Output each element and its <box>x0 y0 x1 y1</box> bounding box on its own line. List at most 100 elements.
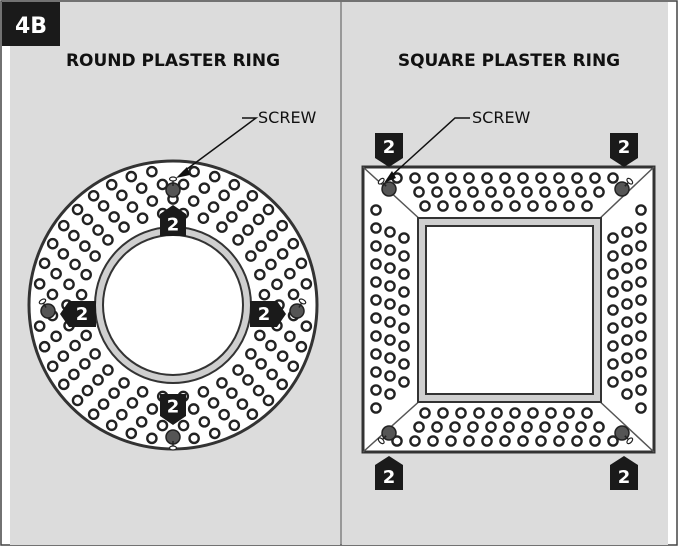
ring-hole <box>607 358 619 370</box>
ring-hole <box>246 189 259 202</box>
ring-hole <box>384 352 396 364</box>
ring-hole <box>258 288 271 301</box>
ring-hole <box>287 288 300 301</box>
ring-hole <box>216 377 228 389</box>
ring-hole <box>177 419 190 432</box>
ring-hole <box>384 388 396 400</box>
ring-hole <box>521 421 533 433</box>
ring-hole <box>236 398 249 410</box>
ring-hole <box>427 172 439 184</box>
square-callout-label: SCREW <box>472 108 531 127</box>
ring-hole <box>431 186 443 198</box>
ring-hole <box>527 407 539 419</box>
ring-hole <box>108 211 120 223</box>
ring-hole <box>557 421 569 433</box>
screw-icon <box>614 425 634 445</box>
ring-hole <box>156 419 169 432</box>
ring-hole <box>593 421 605 433</box>
ring-hole <box>485 421 497 433</box>
round-ring-opening <box>102 234 244 376</box>
ring-hole <box>437 407 449 419</box>
ring-hole <box>607 250 619 262</box>
ring-hole <box>621 298 633 310</box>
ring-hole <box>295 340 308 353</box>
ring-hole <box>262 203 275 216</box>
ring-hole <box>370 276 382 288</box>
ring-hole <box>87 408 100 421</box>
ring-hole <box>370 240 382 252</box>
ring-hole <box>81 213 94 226</box>
screw-shaft <box>42 302 47 308</box>
ring-hole <box>517 435 529 447</box>
step-number: 2 <box>76 304 89 325</box>
ring-hole <box>187 403 200 415</box>
ring-hole <box>621 370 633 382</box>
ring-hole <box>232 234 244 246</box>
ring-hole <box>589 172 601 184</box>
ring-hole <box>553 172 565 184</box>
figure-tag-label: 4B <box>15 14 47 39</box>
ring-hole <box>116 408 128 421</box>
ring-hole <box>136 386 149 398</box>
ring-hole <box>481 172 493 184</box>
ring-hole <box>467 186 479 198</box>
ring-hole <box>102 234 114 246</box>
ring-hole <box>581 200 593 212</box>
screw-tip <box>168 445 178 451</box>
ring-hole <box>621 334 633 346</box>
ring-hole <box>589 435 601 447</box>
ring-hole <box>635 294 647 306</box>
ring-hole <box>89 250 101 262</box>
ring-hole <box>38 257 51 270</box>
ring-hole <box>563 200 575 212</box>
ring-hole <box>146 165 158 178</box>
ring-hole <box>97 398 110 410</box>
ring-hole <box>284 267 296 280</box>
ring-hole <box>245 348 257 360</box>
ring-hole <box>427 435 439 447</box>
ring-hole <box>118 221 130 233</box>
ring-hole <box>87 189 100 202</box>
ring-hole <box>621 352 633 364</box>
ring-hole <box>449 186 461 198</box>
screw-icon <box>614 177 634 197</box>
ring-hole <box>491 200 503 212</box>
ring-hole <box>33 278 46 290</box>
ring-hole <box>517 172 529 184</box>
round-callout-label: SCREW <box>258 108 317 127</box>
ring-hole <box>108 387 120 399</box>
ring-hole <box>57 219 70 232</box>
step-badge: 2 <box>375 456 403 490</box>
ring-hole <box>50 330 62 343</box>
ring-hole <box>499 435 511 447</box>
ring-hole <box>146 403 159 415</box>
screw-shaft <box>382 182 387 187</box>
ring-hole <box>89 348 101 360</box>
ring-hole <box>46 237 59 250</box>
ring-hole <box>105 419 118 432</box>
step-badge: 2 <box>160 394 186 425</box>
ring-hole <box>370 258 382 270</box>
step-badge: 2 <box>160 205 186 236</box>
ring-hole <box>57 378 70 391</box>
ring-hole <box>63 278 75 291</box>
ring-hole <box>607 340 619 352</box>
ring-hole <box>188 432 200 445</box>
ring-hole <box>79 240 91 252</box>
ring-hole <box>503 421 515 433</box>
ring-hole <box>593 186 605 198</box>
ring-hole <box>38 340 51 353</box>
ring-hole <box>370 402 382 414</box>
ring-hole <box>607 232 619 244</box>
ring-hole <box>135 416 148 428</box>
screw-icon <box>165 176 181 198</box>
ring-hole <box>398 286 410 298</box>
ring-hole <box>252 213 265 226</box>
ring-hole <box>226 211 238 223</box>
step-number: 2 <box>167 215 180 236</box>
ring-hole <box>621 262 633 274</box>
ring-hole <box>545 407 557 419</box>
ring-hole <box>232 364 244 376</box>
ring-hole <box>276 350 289 362</box>
